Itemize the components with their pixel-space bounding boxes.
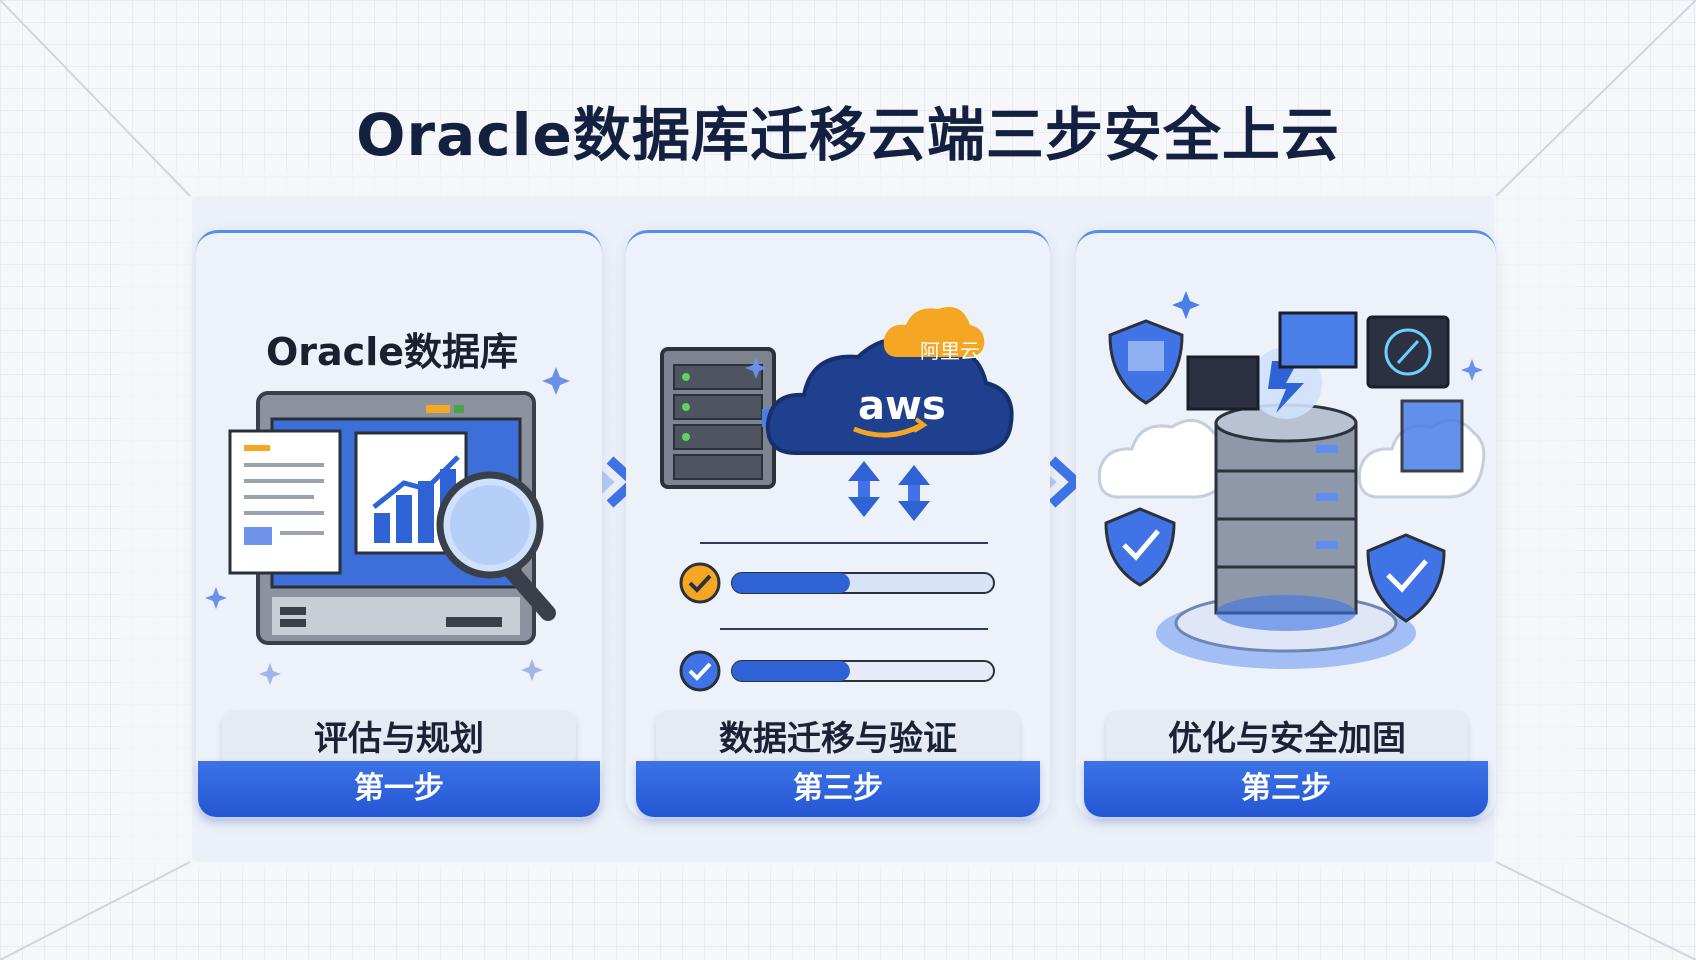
step-panel-migrate: 阿里云 aws 数据迁移与验证 第三步 (626, 230, 1050, 819)
step-label: 优化与安全加固 (1106, 711, 1468, 767)
step-panel-assess: Oracle数据库 评估与规划 第一步 (196, 230, 602, 819)
step-number: 第三步 (636, 761, 1040, 817)
step-panel-secure: 优化与安全加固 第三步 (1076, 230, 1496, 819)
page-title: Oracle数据库迁移云端三步安全上云 (356, 101, 1340, 169)
panel-heading: Oracle数据库 (266, 330, 519, 374)
migration-illustration (660, 307, 1014, 692)
progress-bar-fill (732, 573, 850, 593)
step-number: 第一步 (198, 761, 600, 817)
cloud-provider-badge: 阿里云 (920, 339, 980, 363)
cloud-logo: aws (858, 383, 946, 429)
progress-bar-fill (732, 661, 850, 681)
security-illustration (1097, 291, 1486, 669)
step-label: 数据迁移与验证 (656, 711, 1020, 767)
assessment-illustration (205, 367, 570, 685)
step-label: 评估与规划 (222, 711, 576, 767)
step-number: 第三步 (1084, 761, 1488, 817)
